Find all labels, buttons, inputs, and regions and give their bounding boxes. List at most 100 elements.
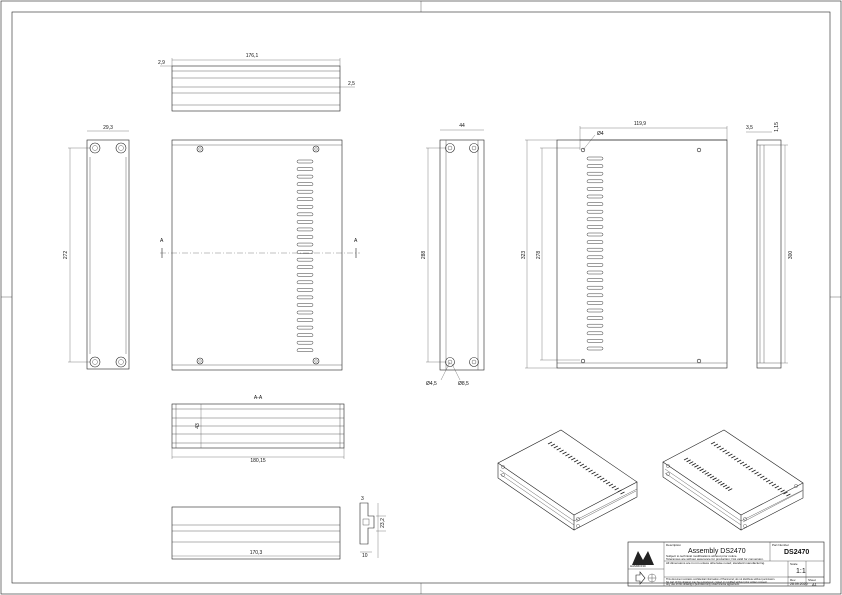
dim-right-height-inner: 278 <box>536 251 542 260</box>
iso-slots-right <box>683 441 791 497</box>
iso-vent-slot <box>720 482 725 486</box>
front-view <box>160 139 360 371</box>
dim-side-height: 288 <box>421 251 427 260</box>
dim-top-right: 2,5 <box>348 81 355 87</box>
iso-vent-slot <box>713 443 719 447</box>
iso-vent-slot <box>714 479 720 483</box>
sheet-label: Sheet <box>808 578 816 582</box>
vent-slot <box>296 265 314 269</box>
dim-left-height: 272 <box>63 251 69 260</box>
bottom-view <box>171 506 341 560</box>
vent-slot <box>296 174 314 179</box>
note-line-3: All dimensions are in mm unless otherwis… <box>666 561 766 565</box>
iso-vent-slot <box>553 445 559 449</box>
iso-vent-slot <box>579 463 585 467</box>
iso-vent-slot <box>617 489 622 493</box>
iso-vent-slot <box>780 489 785 493</box>
vent-slot <box>296 340 314 345</box>
vent-slot <box>296 325 314 330</box>
iso-vent-slot <box>710 441 716 445</box>
vent-slot <box>586 331 604 336</box>
dim-hole-inner: Ø4,5 <box>426 381 437 387</box>
iso-vent-slot <box>717 480 723 484</box>
dim-far-right-height: 300 <box>788 251 794 260</box>
iso-vent-slot <box>570 457 576 461</box>
scale-value: 1:1 <box>796 568 806 575</box>
vent-slot <box>296 197 314 201</box>
iso-vent-slot <box>748 467 753 471</box>
iso-vent-slot <box>559 449 564 453</box>
iso-vent-slot <box>707 473 712 477</box>
vent-slot <box>296 280 314 285</box>
vent-slot <box>296 318 314 322</box>
iso-vent-slot <box>751 469 756 473</box>
iso-vent-slot <box>547 441 553 445</box>
dim-far-right-top-1: 3,5 <box>746 125 753 131</box>
iso-vent-slot <box>739 461 745 465</box>
iso-vent-slot <box>712 477 717 481</box>
iso-vent-slot <box>582 465 588 469</box>
sheet-size: A1 <box>812 582 817 587</box>
section-marker-left: A <box>160 238 164 244</box>
vent-slots-right <box>586 156 604 351</box>
iso-vent-slot <box>774 485 780 489</box>
vent-slot <box>296 182 314 186</box>
iso-vent-slot <box>742 463 748 467</box>
vent-slot <box>296 303 314 307</box>
side-panel-view <box>426 129 485 381</box>
iso-vent-slot <box>760 475 765 479</box>
iso-vent-slot <box>754 471 759 475</box>
vent-slot <box>586 270 604 275</box>
part-number: DS2470 <box>784 549 810 556</box>
dim-small-bottom: 10 <box>362 553 368 559</box>
vent-slot <box>586 164 604 168</box>
vent-slot <box>586 316 604 320</box>
iso-vent-slot <box>599 477 605 481</box>
iso-vent-slot <box>588 469 593 473</box>
vent-slot <box>296 257 314 262</box>
iso-vent-slot <box>701 470 707 474</box>
fine-print-2: No part of this drawing may be reproduce… <box>666 580 768 584</box>
dim-section-width: 180,15 <box>250 458 266 464</box>
vent-slot <box>296 250 314 254</box>
title-block-frame <box>627 541 825 587</box>
vent-slot <box>296 205 314 209</box>
dim-right-hole: Ø4 <box>597 131 604 137</box>
iso-vent-slot <box>736 459 742 463</box>
vent-slot <box>296 273 314 277</box>
dim-small-top: 3 <box>361 496 364 502</box>
iso-vent-slot <box>591 471 596 475</box>
iso-vent-slot <box>605 481 611 485</box>
iso-vent-slot <box>722 449 727 453</box>
iso-vent-slot <box>573 459 579 463</box>
iso-vent-slot <box>777 487 782 491</box>
vent-slot <box>586 171 604 176</box>
iso-vent-slot <box>765 479 771 483</box>
iso-vent-slot <box>696 466 702 470</box>
dim-bottom-width: 170,3 <box>250 550 263 556</box>
vent-slot <box>296 288 314 292</box>
far-right-profile <box>746 131 788 369</box>
iso-vent-slot <box>565 453 570 457</box>
fine-print-3: Any use of this drawing is permitted onl… <box>666 583 740 586</box>
vent-slot <box>296 220 314 224</box>
vent-slot <box>296 189 314 194</box>
scale-label: Scale <box>790 562 798 566</box>
vent-slot <box>586 323 604 328</box>
vent-slot <box>586 346 604 351</box>
isometric-view-left <box>497 429 638 531</box>
vent-slot <box>586 232 604 237</box>
iso-vent-slot <box>725 486 730 490</box>
iso-vent-slot <box>562 451 567 455</box>
iso-vent-slot <box>683 457 689 461</box>
vent-slot <box>296 310 314 315</box>
dim-far-right-top-2: 1,15 <box>774 122 780 132</box>
iso-vent-slot <box>611 485 617 489</box>
iso-vent-slot <box>699 468 704 472</box>
dim-top-width: 176,1 <box>246 53 259 59</box>
iso-vent-slot <box>556 447 561 451</box>
isometric-view-right <box>662 429 804 531</box>
vent-slot <box>586 285 604 290</box>
